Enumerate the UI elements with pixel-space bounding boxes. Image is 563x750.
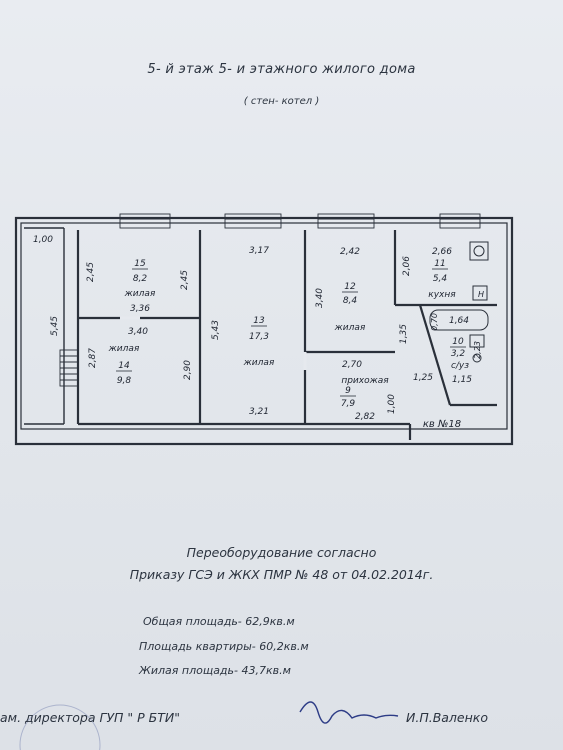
dim-entry: 1,00 xyxy=(387,394,397,414)
dim-room14-right: 2,90 xyxy=(183,360,193,380)
fixtures xyxy=(429,241,489,363)
reequipment-line1: Переоборудование согласно xyxy=(186,545,377,560)
plan-walls xyxy=(14,216,514,446)
dim-kitchen-top: 2,66 xyxy=(432,247,452,257)
room-9-number: 9 xyxy=(345,386,351,396)
window-room12 xyxy=(317,213,375,229)
dim-wc-right: 2,23 xyxy=(473,341,482,359)
dim-wc-bottom: 1,15 xyxy=(452,375,472,385)
windows xyxy=(59,213,481,387)
apartment-label: кв №18 xyxy=(423,419,461,430)
director-position: ам. директора ГУП " Р БТИ" xyxy=(0,710,180,725)
reequipment-line2: Приказу ГСЭ и ЖКХ ПМР № 48 от 04.02.2014… xyxy=(129,567,434,582)
signature xyxy=(299,701,399,724)
room-15-number: 15 xyxy=(134,259,146,269)
dim-room14-top: 3,40 xyxy=(128,327,148,337)
room-9-name: прихожая xyxy=(341,376,389,386)
dim-room12-top: 2,42 xyxy=(340,247,360,257)
dim-bath-width: 0,70 xyxy=(430,313,439,331)
room-12-number: 12 xyxy=(344,282,356,292)
total-area: Общая площадь- 62,9кв.м xyxy=(143,615,295,628)
sink-icon xyxy=(472,285,488,301)
bathtub-icon xyxy=(429,309,489,331)
room-12-name: жилая xyxy=(334,323,366,333)
room-13-area: 17,3 xyxy=(249,332,269,342)
kitchen-mark: Н xyxy=(478,290,484,299)
apartment-area: Площадь квартиры- 60,2кв.м xyxy=(139,640,309,653)
room-11-number: 11 xyxy=(434,259,445,269)
window-kitchen xyxy=(439,213,481,229)
floor-title: 5- й этаж 5- и этажного жилого дома xyxy=(147,62,416,77)
room-13-name: жилая xyxy=(243,358,275,368)
room-15-name: жилая xyxy=(124,289,156,299)
dim-balcony-length: 5,45 xyxy=(50,316,60,336)
room-9-area: 7,9 xyxy=(341,399,356,409)
dim-hall-bottom: 2,82 xyxy=(355,412,375,422)
stamp xyxy=(19,704,101,750)
room-10-name: с/уз xyxy=(451,361,469,371)
room-12-area: 8,4 xyxy=(343,296,358,306)
dim-hall-right: 1,35 xyxy=(399,324,409,344)
room-15-area: 8,2 xyxy=(133,274,148,284)
room-11-name: кухня xyxy=(428,290,456,300)
dim-room15-right: 2,45 xyxy=(180,270,190,290)
dim-room12-left: 3,40 xyxy=(315,288,325,308)
window-room13 xyxy=(224,213,282,229)
door-openings xyxy=(120,316,307,370)
room-14-area: 9,8 xyxy=(117,376,132,386)
room-11-area: 5,4 xyxy=(433,274,448,284)
signer-name: И.П.Валенко xyxy=(406,710,488,725)
dim-balcony-width: 1,00 xyxy=(33,235,53,245)
toilet-icon xyxy=(469,334,485,348)
dim-kitchen-left: 2,06 xyxy=(402,256,412,276)
dim-stair: 2,87 xyxy=(88,348,98,368)
room-13-number: 13 xyxy=(253,316,265,326)
room-14-name: жилая xyxy=(108,344,140,354)
wall-material-note: ( стен- котел ) xyxy=(243,96,320,107)
outer-wall xyxy=(14,216,514,446)
dim-room13-top: 3,17 xyxy=(249,246,269,256)
dim-bath-length: 1,64 xyxy=(449,316,469,326)
room-10-area: 3,2 xyxy=(451,349,466,359)
window-room15 xyxy=(119,213,171,229)
dim-room13-bottom: 3,21 xyxy=(249,407,269,417)
living-area: Жилая площадь- 43,7кв.м xyxy=(139,664,291,677)
dim-wc-diagonal: 1,25 xyxy=(413,373,433,383)
stove-icon xyxy=(469,241,489,261)
dim-room15-bottom: 3,36 xyxy=(130,304,150,314)
dim-room12-bottom: 2,70 xyxy=(342,360,362,370)
room-10-number: 10 xyxy=(452,337,464,347)
dim-room15-left: 2,45 xyxy=(86,262,96,282)
dim-room13-left: 5,43 xyxy=(211,320,221,340)
room-14-number: 14 xyxy=(118,361,130,371)
